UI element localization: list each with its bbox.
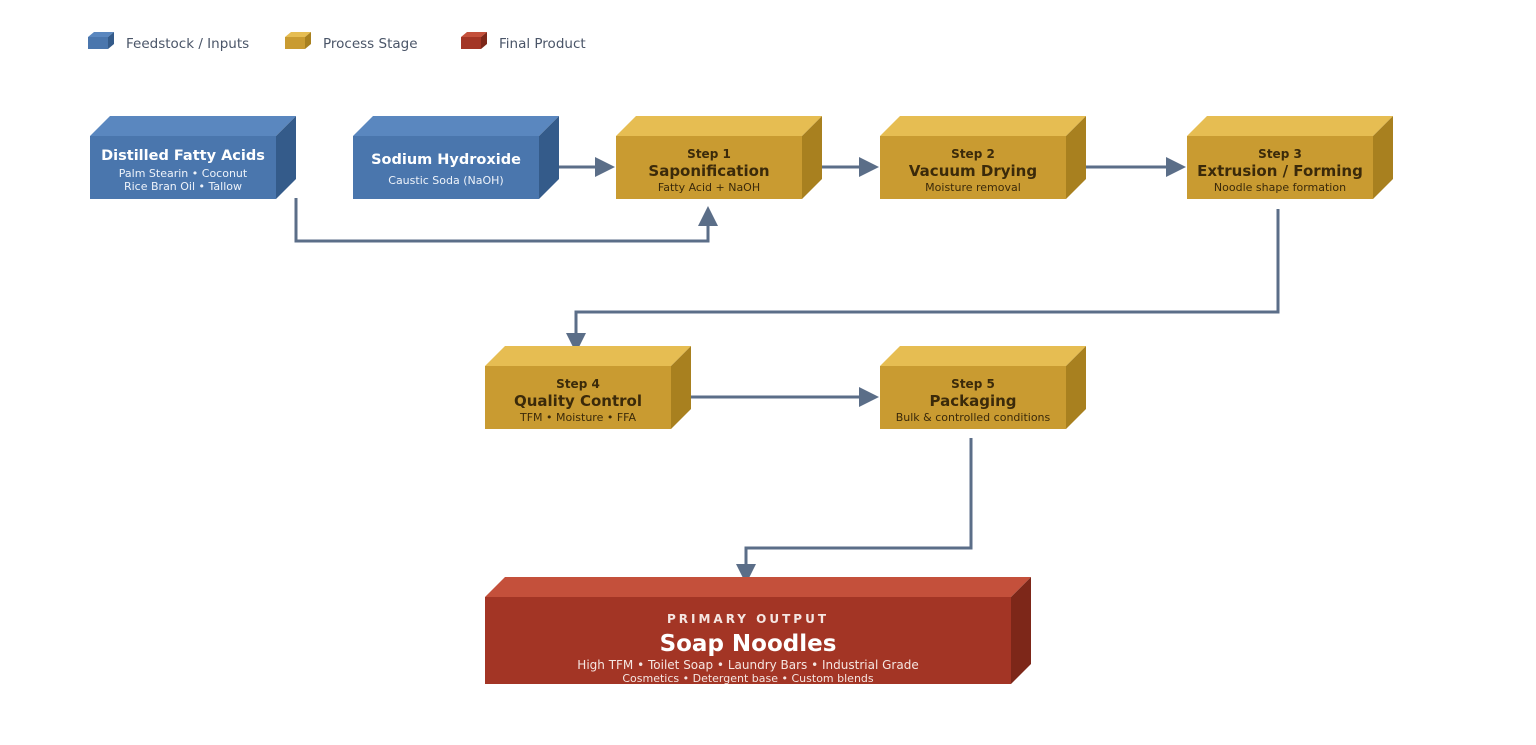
node-output-side bbox=[1011, 577, 1031, 684]
legend-label-process: Process Stage bbox=[323, 36, 418, 52]
legend-swatch-process bbox=[285, 37, 305, 49]
node-fatty-acids-line2: Rice Bran Oil • Tallow bbox=[124, 180, 242, 193]
legend-swatch-feedstock-top bbox=[88, 32, 114, 37]
arrowhead-step1-left bbox=[595, 157, 615, 177]
node-naoh-subtitle: Caustic Soda (NaOH) bbox=[388, 174, 503, 187]
node-step1-side bbox=[802, 116, 822, 199]
node-fatty-acids-title: Distilled Fatty Acids bbox=[101, 148, 265, 164]
legend-swatch-product-side bbox=[481, 32, 487, 49]
node-fatty-acids-line1: Palm Stearin • Coconut bbox=[119, 167, 248, 180]
legend-swatch-product bbox=[461, 37, 481, 49]
node-naoh-title: Sodium Hydroxide bbox=[371, 152, 521, 168]
legend: Feedstock / Inputs Process Stage Final P… bbox=[88, 32, 586, 52]
legend-item-feedstock: Feedstock / Inputs bbox=[88, 32, 249, 52]
node-step3-extrusion-forming: Step 3 Extrusion / Forming Noodle shape … bbox=[1187, 116, 1393, 199]
legend-swatch-feedstock bbox=[88, 37, 108, 49]
node-step3-title: Extrusion / Forming bbox=[1197, 162, 1363, 180]
legend-item-product: Final Product bbox=[461, 32, 586, 52]
node-output-front bbox=[485, 597, 1011, 684]
node-naoh-side bbox=[539, 116, 559, 199]
node-step1-saponification: Step 1 Saponification Fatty Acid + NaOH bbox=[616, 116, 822, 199]
node-step1-top bbox=[616, 116, 822, 136]
arrowhead-step5-left bbox=[859, 387, 879, 407]
node-step5-side bbox=[1066, 346, 1086, 429]
node-step3-side bbox=[1373, 116, 1393, 199]
node-step4-top bbox=[485, 346, 691, 366]
node-output-kicker: PRIMARY OUTPUT bbox=[667, 612, 829, 626]
node-step4-label: Step 4 bbox=[556, 377, 600, 391]
arrowhead-step4-top bbox=[566, 333, 586, 353]
node-step5-subtitle: Bulk & controlled conditions bbox=[896, 411, 1051, 424]
legend-label-product: Final Product bbox=[499, 36, 586, 52]
node-step2-label: Step 2 bbox=[951, 147, 995, 161]
node-step5-packaging: Step 5 Packaging Bulk & controlled condi… bbox=[880, 346, 1086, 429]
node-step3-subtitle: Noodle shape formation bbox=[1214, 181, 1346, 194]
connectors bbox=[294, 165, 1280, 567]
node-step2-subtitle: Moisture removal bbox=[925, 181, 1021, 194]
node-step5-front bbox=[880, 366, 1066, 429]
node-step1-front bbox=[616, 136, 802, 199]
node-step5-title: Packaging bbox=[930, 392, 1017, 410]
node-step2-front bbox=[880, 136, 1066, 199]
node-output-line1: High TFM • Toilet Soap • Laundry Bars • … bbox=[577, 658, 918, 672]
legend-swatch-product-top bbox=[461, 32, 487, 37]
node-step4-subtitle: TFM • Moisture • FFA bbox=[519, 411, 636, 424]
node-step4-title: Quality Control bbox=[514, 392, 642, 410]
node-step3-label: Step 3 bbox=[1258, 147, 1302, 161]
node-step2-top bbox=[880, 116, 1086, 136]
arrowheads bbox=[566, 157, 1186, 584]
node-step3-top bbox=[1187, 116, 1393, 136]
node-step4-quality-control: Step 4 Quality Control TFM • Moisture • … bbox=[485, 346, 691, 429]
node-step4-side bbox=[671, 346, 691, 429]
node-step4-front bbox=[485, 366, 671, 429]
node-naoh-top bbox=[353, 116, 559, 136]
legend-swatch-process-side bbox=[305, 32, 311, 49]
legend-item-process: Process Stage bbox=[285, 32, 418, 52]
legend-swatch-process-top bbox=[285, 32, 311, 37]
node-output-top bbox=[485, 577, 1031, 597]
arrowhead-output-top bbox=[736, 564, 756, 584]
node-output-title: Soap Noodles bbox=[660, 631, 837, 657]
legend-label-feedstock: Feedstock / Inputs bbox=[126, 36, 249, 52]
node-step2-side bbox=[1066, 116, 1086, 199]
node-sodium-hydroxide: Sodium Hydroxide Caustic Soda (NaOH) bbox=[353, 116, 559, 199]
node-fatty-acids-side bbox=[276, 116, 296, 199]
node-step2-title: Vacuum Drying bbox=[909, 162, 1037, 180]
node-soap-noodles-output: PRIMARY OUTPUT Soap Noodles High TFM • T… bbox=[485, 577, 1031, 685]
connector-fatty-acids-to-step1 bbox=[294, 198, 710, 243]
arrowhead-step3-left bbox=[1166, 157, 1186, 177]
legend-swatch-feedstock-side bbox=[108, 32, 114, 49]
node-fatty-acids-top bbox=[90, 116, 296, 136]
node-step3-front bbox=[1187, 136, 1373, 199]
node-fatty-acids-front bbox=[90, 136, 276, 199]
node-distilled-fatty-acids: Distilled Fatty Acids Palm Stearin • Coc… bbox=[90, 116, 296, 199]
node-step1-label: Step 1 bbox=[687, 147, 731, 161]
arrowhead-step1-bottom bbox=[698, 206, 718, 226]
connector-step3-to-step4 bbox=[574, 209, 1280, 337]
node-step5-label: Step 5 bbox=[951, 377, 995, 391]
node-output-line2: Cosmetics • Detergent base • Custom blen… bbox=[622, 672, 874, 685]
node-step2-vacuum-drying: Step 2 Vacuum Drying Moisture removal bbox=[880, 116, 1086, 199]
node-step5-top bbox=[880, 346, 1086, 366]
arrowhead-step2-left bbox=[859, 157, 879, 177]
node-step1-title: Saponification bbox=[648, 162, 769, 180]
connector-step5-to-output bbox=[744, 438, 973, 567]
node-step1-subtitle: Fatty Acid + NaOH bbox=[658, 181, 760, 194]
node-naoh-front bbox=[353, 136, 539, 199]
